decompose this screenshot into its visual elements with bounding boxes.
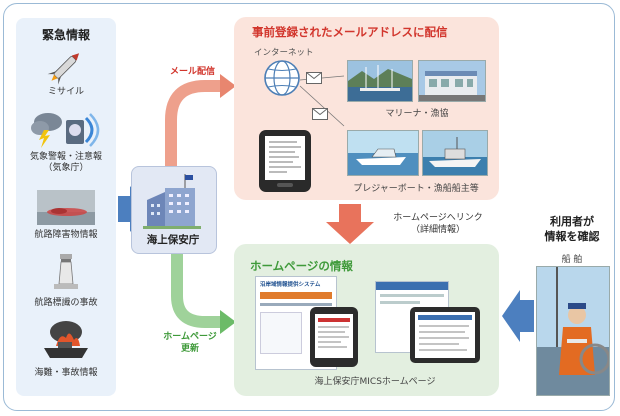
mail-delivery-title: 事前登録されたメールアドレスに配信: [252, 25, 448, 39]
envelope-icon: [312, 108, 328, 120]
update-arrow-shaft: [171, 252, 222, 328]
mail-arrow-shaft: [165, 80, 222, 166]
missile-icon: [47, 53, 80, 85]
homepage-link-label: ホームページへリンク （詳細情報）: [393, 213, 483, 235]
marina-photo: [347, 60, 413, 102]
homepage-update-label: ホームページ 更新: [163, 332, 217, 354]
link-arrow: [326, 204, 374, 244]
internet-label: インターネット: [254, 48, 314, 58]
mobile-phone-icon: [259, 130, 311, 192]
missile-label: ミサイル: [47, 87, 84, 97]
accident-label: 海難・事故情報: [34, 368, 98, 378]
user-arrow: [502, 290, 534, 342]
boat-owner-caption: プレジャーボート・漁船船主等: [353, 184, 479, 194]
tablet-icon: [410, 307, 480, 363]
lighthouse-icon: [54, 254, 78, 289]
coast-guard-label: 海上保安庁: [146, 234, 200, 246]
update-arrow-head: [220, 310, 236, 334]
user-check-title: 利用者が 情報を確認: [544, 215, 600, 243]
obstacle-icon: [37, 190, 95, 225]
pleasure-boat-photo: [347, 130, 419, 176]
mics-homepage-caption: 海上保安庁MICSホームページ: [314, 377, 436, 387]
mail-arrow-head: [220, 74, 236, 98]
homepage-info-title: ホームページの情報: [250, 259, 353, 273]
sailor-photo: [536, 266, 610, 396]
globe-icon: [264, 60, 300, 96]
homepage-phone-icon: [310, 307, 358, 367]
fishery-photo: [418, 60, 486, 102]
diagram-frame: [3, 3, 615, 411]
weather-warning-icon: [31, 113, 100, 148]
lighthouse-label: 航路標識の事故: [34, 298, 98, 308]
coast-guard-building-icon: [143, 174, 201, 229]
marina-caption: マリーナ・漁協: [385, 109, 449, 119]
weather-warning-label: 気象警報・注意報 （気象庁）: [29, 152, 102, 173]
ship-fire-icon: [44, 321, 88, 358]
fishing-boat-photo: [422, 130, 488, 176]
website-screenshot: 沿岸域情報提供システム: [255, 276, 337, 370]
emergency-info-title: 緊急情報: [41, 28, 90, 42]
website-title: 沿岸域情報提供システム: [260, 282, 321, 288]
vessel-label: 船 舶: [561, 255, 583, 265]
envelope-icon: [306, 72, 322, 84]
obstacle-label: 航路障害物情報: [34, 230, 98, 240]
mail-delivery-label: メール配信: [170, 67, 216, 77]
